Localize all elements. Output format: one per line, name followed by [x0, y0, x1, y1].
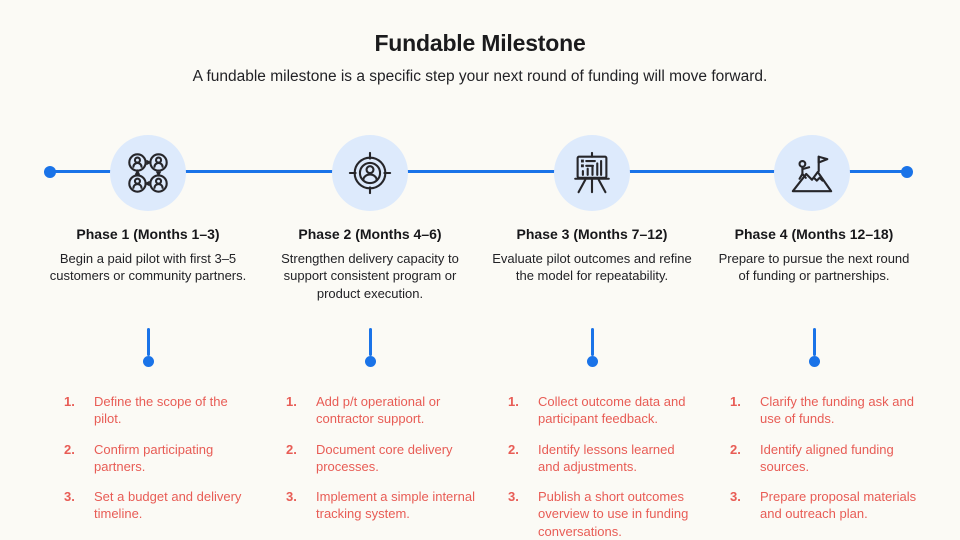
timeline-line: [50, 170, 908, 173]
step-text: Publish a short outcomes overview to use…: [538, 489, 689, 539]
phase4-description: Prepare to pursue the next round of fund…: [718, 251, 910, 284]
presentation-chart-icon: [574, 151, 610, 194]
timeline-start-dot: [44, 166, 56, 178]
step-number: 1.: [508, 394, 519, 409]
step-number: 3.: [730, 489, 741, 505]
phase4-steps: 1. Clarify the funding ask and use of fu…: [703, 393, 925, 536]
phase3-connector-dot: [586, 356, 598, 367]
phase1-heading: Phase 1 (Months 1–3): [76, 226, 220, 242]
phase2-heading: Phase 2 (Months 4–6): [298, 226, 442, 242]
phase4-heading: Phase 4 (Months 12–18): [734, 226, 894, 242]
step-text: Add p/t operational or contractor suppor…: [316, 394, 441, 427]
step-text: Identify lessons learned and adjustments…: [538, 441, 675, 474]
step-text: Confirm participating partners.: [94, 441, 214, 474]
list-item: 3. Prepare proposal materials and outrea…: [703, 488, 925, 523]
step-number: 2.: [508, 441, 519, 457]
list-item: 3. Implement a simple internal tracking …: [259, 488, 481, 523]
step-text: Clarify the funding ask and use of funds…: [760, 394, 914, 427]
mountain-flag-icon: [791, 155, 833, 193]
step-number: 1.: [730, 394, 741, 409]
step-number: 2.: [286, 441, 297, 457]
step-text: Prepare proposal materials and outreach …: [760, 489, 917, 522]
phase3-steps: 1. Collect outcome data and participant …: [481, 393, 703, 540]
list-item: 1. Collect outcome data and participant …: [481, 393, 703, 428]
phase2-icon-circle: [332, 135, 408, 211]
list-item: 3. Set a budget and delivery timeline.: [37, 488, 259, 523]
list-item: 2. Confirm participating partners.: [37, 441, 259, 476]
timeline: [0, 135, 960, 217]
page-subtitle: A fundable milestone is a specific step …: [192, 68, 768, 85]
list-item: 2. Document core delivery processes.: [259, 441, 481, 476]
step-text: Identify aligned funding sources.: [760, 441, 894, 474]
phase1-connector-line: [146, 328, 150, 356]
phase-column-4: Phase 4 (Months 12–18) Prepare to pursue…: [703, 222, 925, 540]
timeline-end-dot: [901, 166, 913, 178]
step-number: 3.: [286, 489, 297, 505]
step-text: Document core delivery processes.: [316, 441, 453, 474]
phase4-connector-dot: [808, 356, 820, 367]
phase2-description: Strengthen delivery capacity to support …: [281, 251, 459, 301]
step-number: 2.: [730, 441, 741, 457]
phase-column-2: Phase 2 (Months 4–6) Strengthen delivery…: [259, 222, 481, 540]
phase-column-3: Phase 3 (Months 7–12) Evaluate pilot out…: [481, 222, 703, 540]
phase2-connector-line: [368, 328, 372, 356]
step-text: Define the scope of the pilot.: [94, 394, 228, 427]
list-item: 1. Define the scope of the pilot.: [37, 393, 259, 428]
phase1-connector-dot: [142, 356, 154, 367]
phase3-icon-circle: [554, 135, 630, 211]
list-item: 2. Identify aligned funding sources.: [703, 441, 925, 476]
step-number: 1.: [64, 394, 75, 409]
phase2-steps: 1. Add p/t operational or contractor sup…: [259, 393, 481, 536]
phase3-description: Evaluate pilot outcomes and refine the m…: [492, 251, 692, 284]
network-users-icon: [128, 153, 168, 193]
phase-columns: Phase 1 (Months 1–3) Begin a paid pilot …: [37, 222, 925, 540]
phase1-icon-circle: [110, 135, 186, 211]
page-title: Fundable Milestone: [374, 30, 586, 56]
phase3-heading: Phase 3 (Months 7–12): [516, 226, 668, 242]
step-number: 3.: [508, 489, 519, 505]
step-text: Set a budget and delivery timeline.: [94, 489, 242, 522]
list-item: 1. Add p/t operational or contractor sup…: [259, 393, 481, 428]
step-number: 1.: [286, 394, 297, 409]
step-number: 3.: [64, 489, 75, 505]
header: Fundable Milestone A fundable milestone …: [0, 30, 960, 88]
list-item: 1. Clarify the funding ask and use of fu…: [703, 393, 925, 428]
step-number: 2.: [64, 441, 75, 457]
phase1-steps: 1. Define the scope of the pilot. 2. Con…: [37, 393, 259, 536]
phase3-connector-line: [590, 328, 594, 356]
phase-column-1: Phase 1 (Months 1–3) Begin a paid pilot …: [37, 222, 259, 540]
list-item: 3. Publish a short outcomes overview to …: [481, 488, 703, 540]
target-user-icon: [348, 151, 392, 195]
step-text: Collect outcome data and participant fee…: [538, 394, 686, 427]
phase2-connector-dot: [364, 356, 376, 367]
list-item: 2. Identify lessons learned and adjustme…: [481, 441, 703, 476]
phase4-icon-circle: [774, 135, 850, 211]
phase1-description: Begin a paid pilot with first 3–5 custom…: [49, 251, 247, 284]
step-text: Implement a simple internal tracking sys…: [316, 489, 475, 522]
phase4-connector-line: [812, 328, 816, 356]
